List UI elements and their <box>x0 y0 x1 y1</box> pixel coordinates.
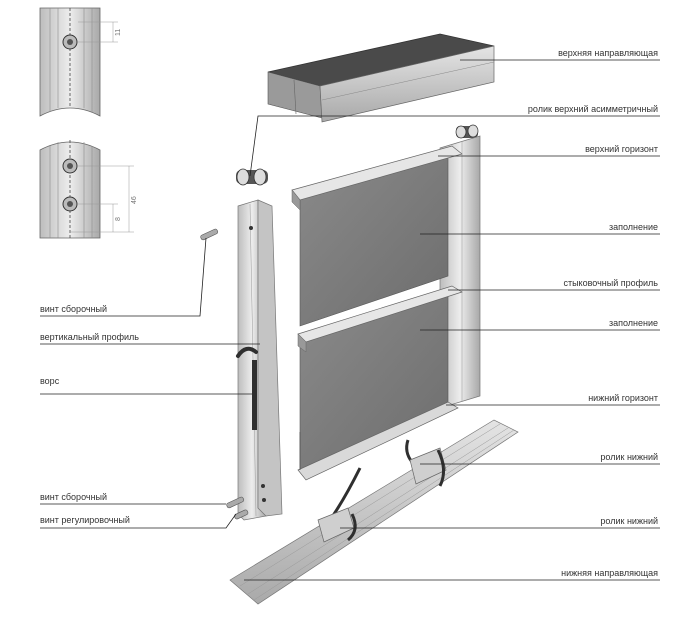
label-bottom-roller-2: ролик нижний <box>600 516 658 526</box>
dimension-11: 11 <box>115 29 122 36</box>
label-assembly-screw-bottom: винт сборочный <box>40 492 107 502</box>
left-vertical-profile <box>237 199 283 521</box>
bottom-guide-rail <box>229 419 519 605</box>
label-top-roller: ролик верхний асимметричный <box>528 104 658 114</box>
label-adjusting-screw: винт регулировочный <box>40 515 130 525</box>
top-guide-rail <box>267 33 495 123</box>
assembly-screw-bottom-part <box>226 496 245 509</box>
label-top-guide: верхняя направляющая <box>558 48 658 58</box>
pile-strip <box>252 360 257 430</box>
dimension-46: 46 <box>131 196 138 204</box>
pile-curl <box>236 346 258 358</box>
door-panel <box>291 135 481 481</box>
label-pile: ворс <box>40 376 60 386</box>
label-vertical-profile: вертикальный профиль <box>40 332 139 342</box>
adjusting-screw-part <box>234 509 249 520</box>
label-top-horizon: верхний горизонт <box>585 144 658 154</box>
top-roller-left <box>236 168 268 186</box>
label-bottom-guide: нижняя направляющая <box>561 568 658 578</box>
label-fill-upper: заполнение <box>609 222 658 232</box>
label-joint-profile: стыковочный профиль <box>563 278 658 288</box>
label-bottom-roller-1: ролик нижний <box>600 452 658 462</box>
leader-lines <box>40 59 660 581</box>
label-bottom-horizon: нижний горизонт <box>588 393 658 403</box>
label-fill-lower: заполнение <box>609 318 658 328</box>
top-roller-right <box>455 124 479 139</box>
label-assembly-screw-top: винт сборочный <box>40 304 107 314</box>
profile-detail-bottom: 8 46 <box>39 140 138 239</box>
dimension-8: 8 <box>115 217 122 221</box>
profile-detail-top: 11 <box>39 7 122 117</box>
bottom-roller-1-part <box>405 439 447 487</box>
assembly-screw-top-part <box>200 228 219 241</box>
